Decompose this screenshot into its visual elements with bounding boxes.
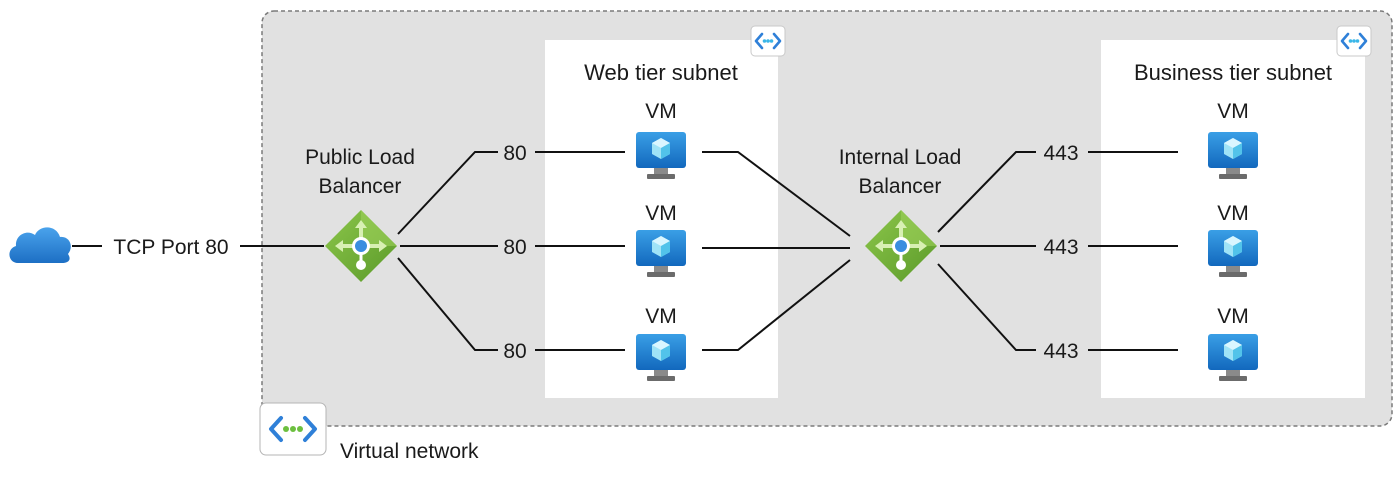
business-subnet-title: Business tier subnet (1134, 60, 1332, 85)
business-subnet-icon (1335, 24, 1373, 58)
web-port-label-3: 80 (503, 340, 526, 363)
web-vm-label-1: VM (645, 100, 677, 123)
virtual-network-icon (259, 402, 327, 456)
internet-port-label: TCP Port 80 (113, 236, 228, 259)
edge-public-lb-to-port-3 (397, 257, 498, 351)
web-port-label-1: 80 (503, 142, 526, 165)
business-vm-label-2: VM (1217, 202, 1249, 225)
business-port-label-2: 443 (1043, 236, 1078, 259)
edge-web-vm-1-to-internal-lb (702, 151, 851, 237)
edge-web-vm-3-to-internal-lb (702, 259, 851, 351)
cloud-icon (9, 227, 71, 263)
business-port-label-1: 443 (1043, 142, 1078, 165)
business-port-label-3: 443 (1043, 340, 1078, 363)
web-vm-label-3: VM (645, 305, 677, 328)
web-port-label-2: 80 (503, 236, 526, 259)
web-subnet-icon (749, 24, 787, 58)
internal-lb-label-line2: Balancer (859, 175, 942, 198)
edge-internal-lb-to-port-3 (937, 263, 1036, 351)
web-subnet-title: Web tier subnet (584, 60, 738, 85)
connection-lines (72, 151, 1178, 351)
virtual-network-label: Virtual network (340, 440, 479, 463)
public-lb-label-line1: Public Load (305, 146, 415, 169)
internal-lb-label-line1: Internal Load (839, 146, 962, 169)
web-vm-label-2: VM (645, 202, 677, 225)
edge-public-lb-to-port-1 (397, 151, 498, 235)
public-lb-label-line2: Balancer (319, 175, 402, 198)
business-vm-label-1: VM (1217, 100, 1249, 123)
edge-internal-lb-to-port-1 (937, 151, 1036, 233)
business-vm-label-3: VM (1217, 305, 1249, 328)
